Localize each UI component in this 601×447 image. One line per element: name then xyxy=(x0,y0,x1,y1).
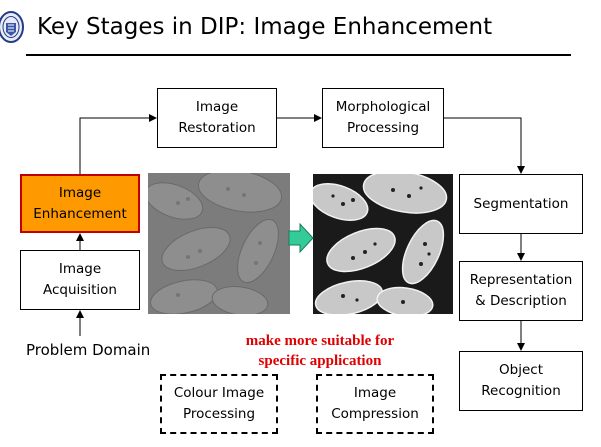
stage-representation-description: Representation & Description xyxy=(459,261,583,321)
arrow-morphological-to-segmentation xyxy=(444,117,525,174)
stage-object-recognition: Object Recognition xyxy=(459,351,583,411)
arrow-enhancement-to-restoration xyxy=(79,114,157,174)
before-enhancement-image xyxy=(148,173,290,314)
slide-title: Key Stages in DIP: Image Enhancement xyxy=(37,14,493,40)
stage-image-acquisition: Image Acquisition xyxy=(20,250,140,310)
problem-domain-label: Problem Domain xyxy=(26,341,151,359)
stage-image-enhancement: Image Enhancement xyxy=(20,174,140,233)
enhancement-caption: make more suitable for specific applicat… xyxy=(245,333,395,369)
enhancement-transition-arrow xyxy=(288,222,314,254)
stage-segmentation: Segmentation xyxy=(459,174,583,234)
university-seal-logo xyxy=(0,11,24,43)
stage-colour-image-processing: Colour Image Processing xyxy=(160,374,278,434)
stage-image-compression: Image Compression xyxy=(316,374,434,434)
after-enhancement-image xyxy=(313,174,453,314)
title-divider xyxy=(26,54,571,56)
stage-image-restoration: Image Restoration xyxy=(157,88,277,148)
stage-morphological-processing: Morphological Processing xyxy=(322,88,444,148)
